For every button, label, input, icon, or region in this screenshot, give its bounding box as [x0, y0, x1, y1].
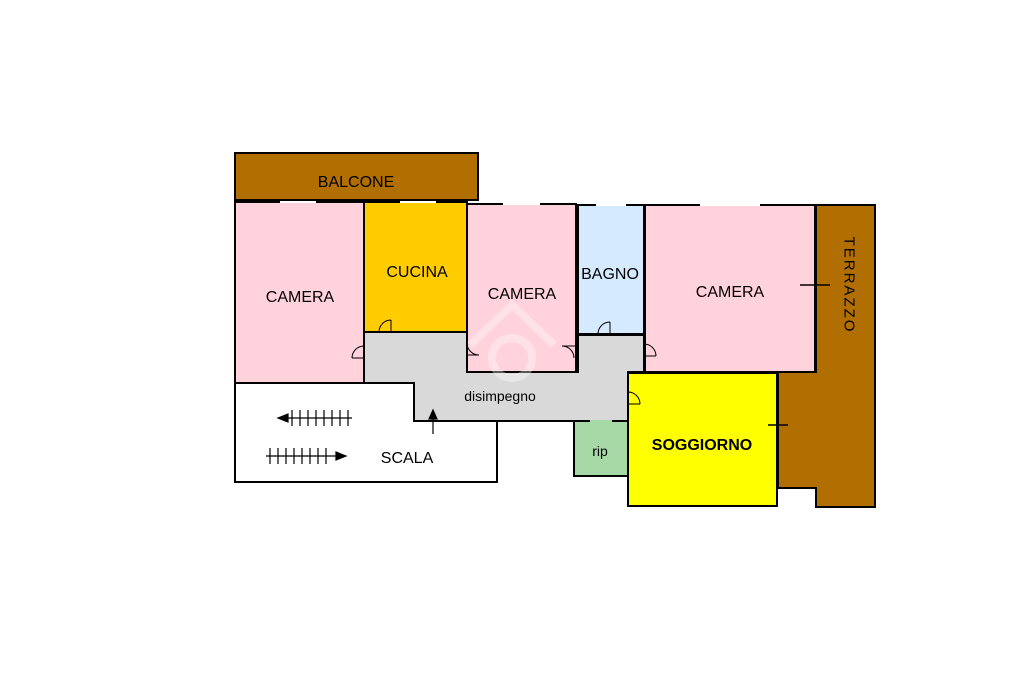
camera-left-label: CAMERA: [266, 289, 335, 306]
balcone-room: [234, 152, 479, 201]
terrazzo-label: TERRAZZO: [841, 237, 858, 334]
disimpegno-label: disimpegno: [464, 388, 536, 404]
bagno-room: [577, 204, 645, 335]
entrance-arrow-icon: [428, 408, 438, 434]
cucina-label: CUCINA: [386, 264, 448, 281]
camera-mid-room: [466, 203, 577, 373]
watermark-logo: [467, 299, 557, 382]
camera-mid-label: CAMERA: [488, 286, 557, 303]
soggiorno-room: [627, 372, 778, 507]
scala-label: SCALA: [381, 450, 434, 467]
cucina-room: [363, 201, 468, 333]
camera-right-room: [644, 204, 816, 373]
terrazzo-window-marks: [768, 270, 830, 426]
rip-label: rip: [592, 443, 608, 459]
soggiorno-label: SOGGIORNO: [652, 437, 752, 454]
stair-arrow-down: [266, 448, 348, 464]
window-openings: [280, 201, 760, 206]
door-swings: [351, 319, 657, 405]
stair-arrow-up: [276, 410, 352, 426]
balcone-label: BALCONE: [318, 174, 394, 191]
rip-room: [573, 420, 629, 477]
camera-left-room: [234, 201, 365, 384]
camera-right-label: CAMERA: [696, 284, 765, 301]
bagno-label: BAGNO: [581, 266, 639, 283]
